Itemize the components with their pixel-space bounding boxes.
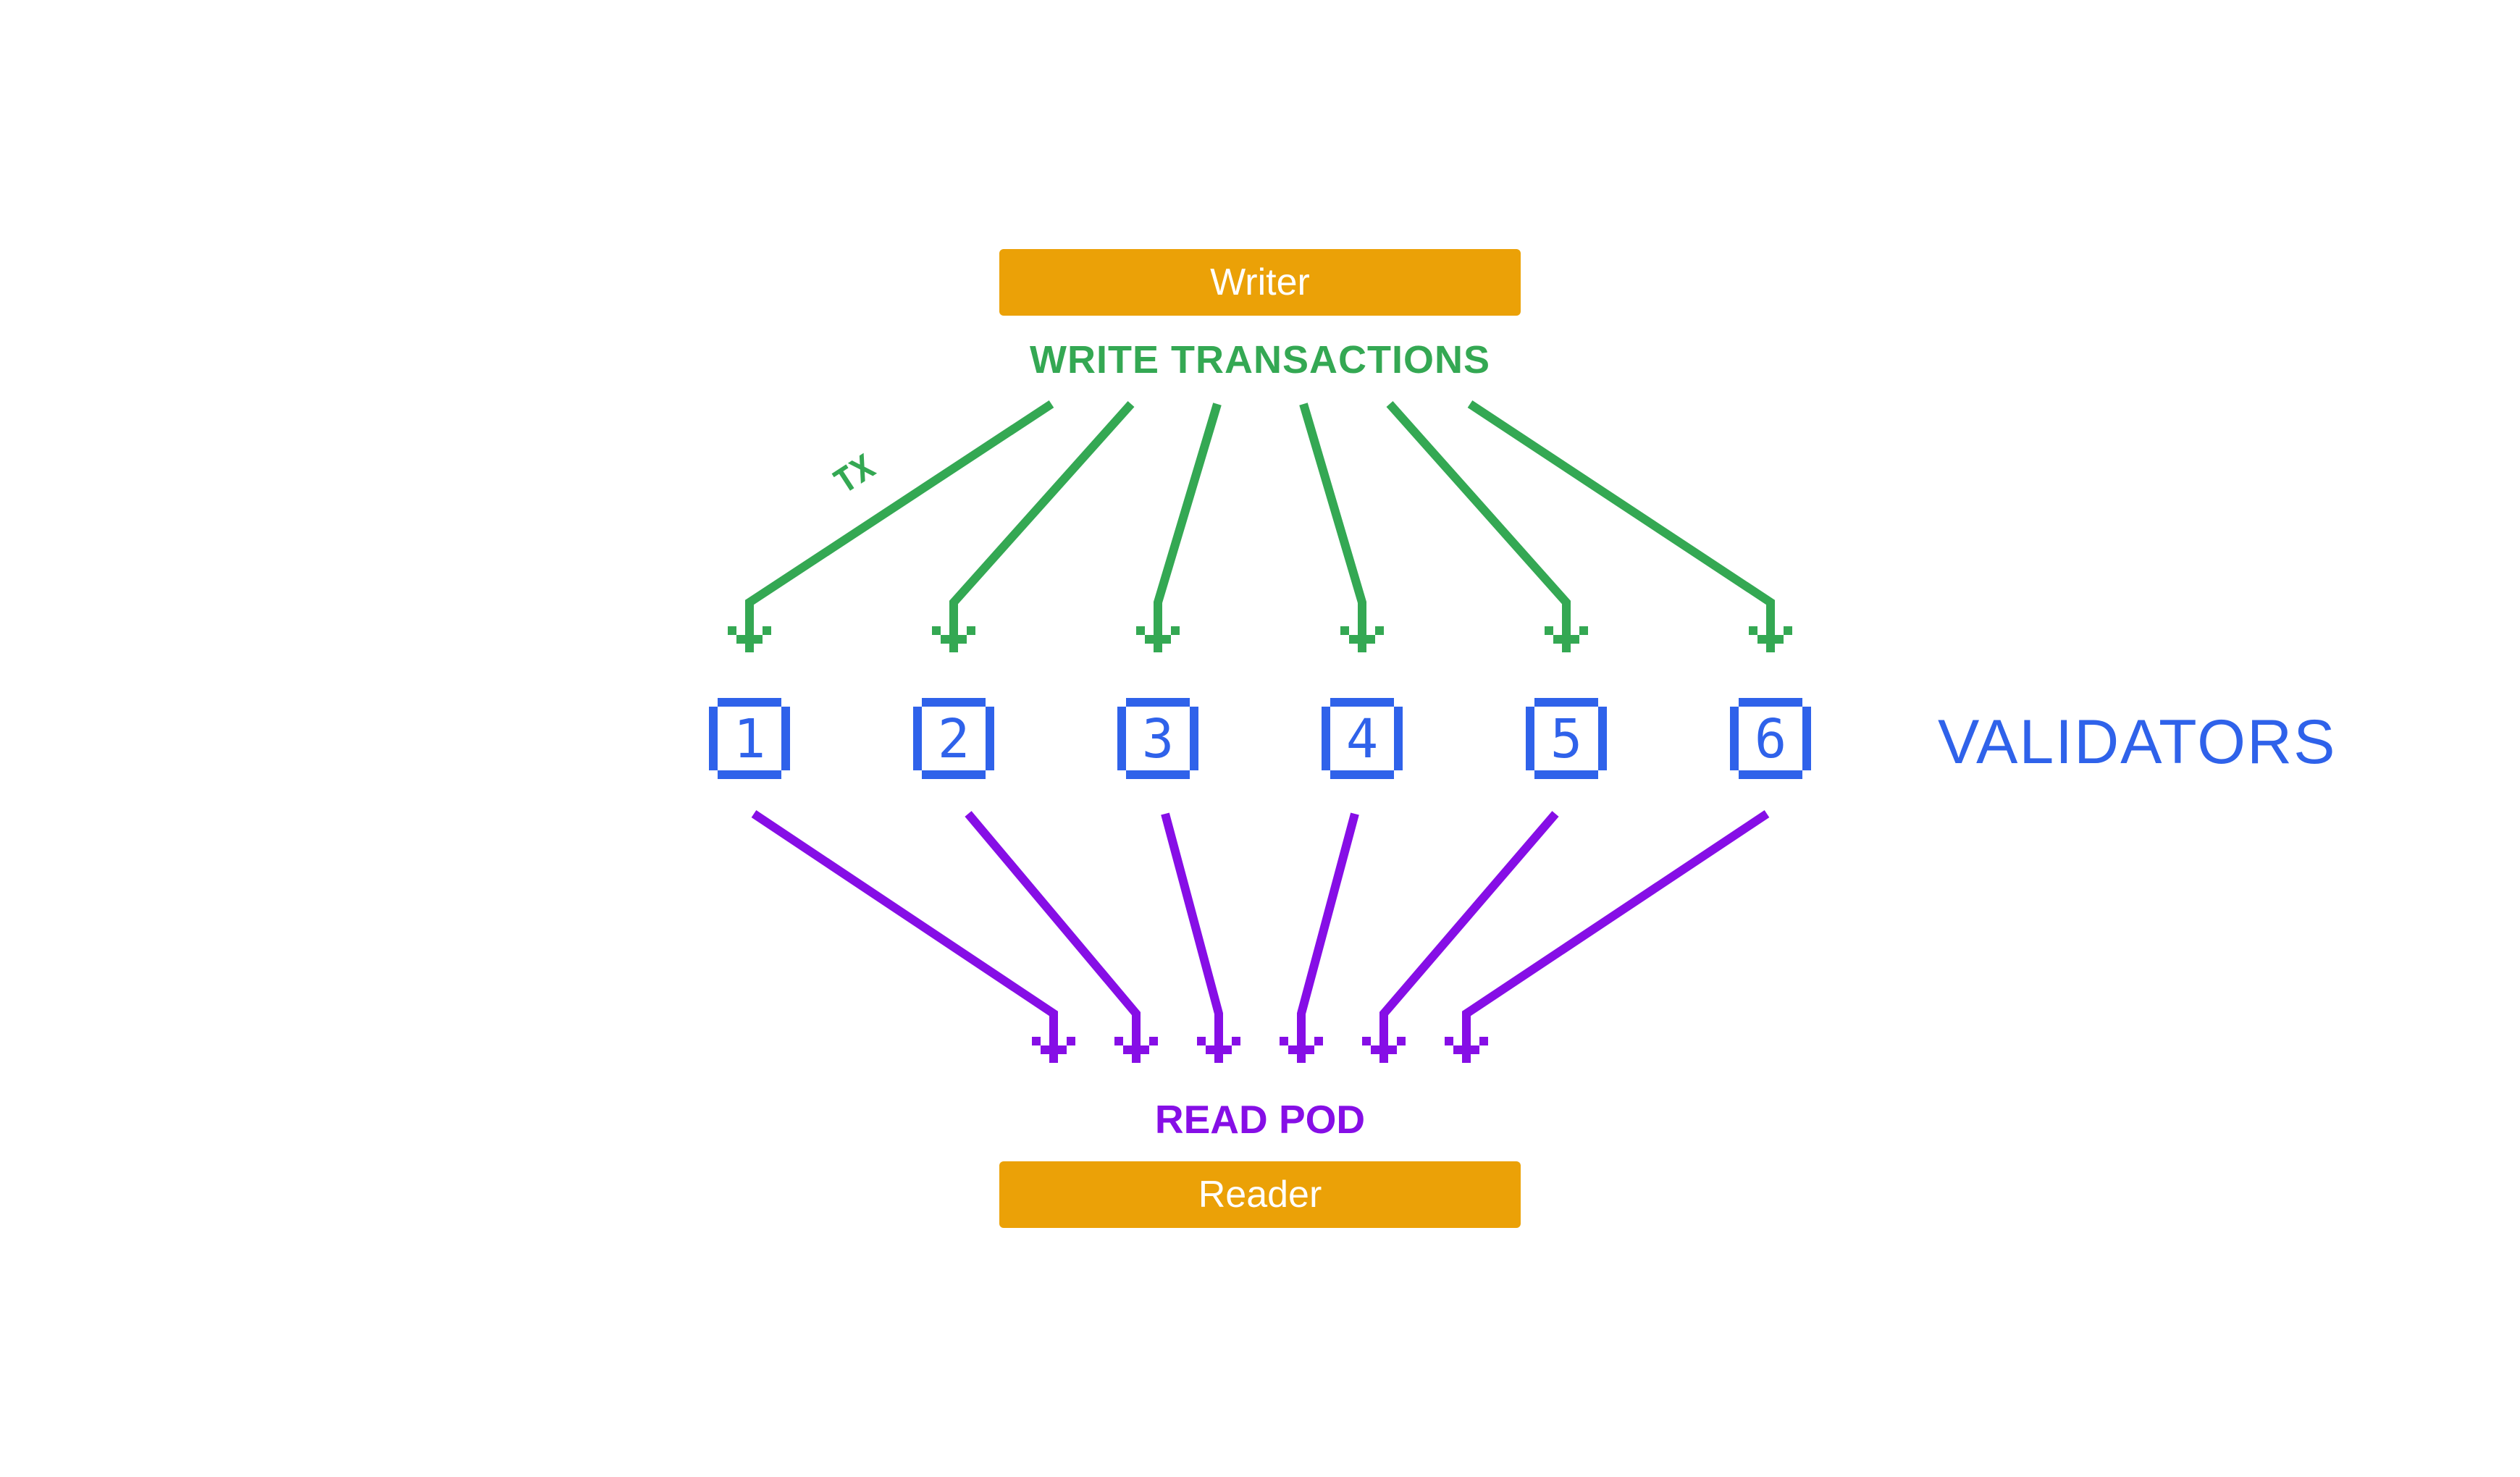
read-pod-label: READ POD bbox=[1154, 1097, 1366, 1142]
read-arrowhead-icon bbox=[1032, 1037, 1075, 1063]
read-edge bbox=[1161, 812, 1240, 1063]
validator-node: 6 bbox=[1730, 698, 1811, 779]
validator-id: 5 bbox=[1550, 708, 1583, 770]
write-edge bbox=[728, 400, 1054, 652]
write-arrowhead-icon bbox=[932, 626, 975, 652]
writer-node: Writer bbox=[999, 249, 1521, 316]
write-transactions-label: WRITE TRANSACTIONS bbox=[1030, 338, 1490, 382]
write-arrowhead-icon bbox=[1545, 626, 1588, 652]
validator-node: 2 bbox=[913, 698, 994, 779]
write-transaction-edges bbox=[728, 400, 1792, 652]
write-edge-line bbox=[1386, 401, 1571, 648]
write-edge-line bbox=[745, 400, 1054, 648]
read-edge-line bbox=[1379, 811, 1559, 1059]
read-edge-line bbox=[1161, 812, 1223, 1059]
write-arrowhead-icon bbox=[728, 626, 771, 652]
read-arrowhead-icon bbox=[1280, 1037, 1323, 1063]
validator-id: 1 bbox=[734, 708, 766, 770]
write-edge bbox=[932, 401, 1135, 652]
validator-node: 4 bbox=[1322, 698, 1403, 779]
write-edge-line bbox=[949, 401, 1135, 648]
read-pod-edges bbox=[751, 810, 1770, 1063]
reader-label: Reader bbox=[1198, 1174, 1322, 1216]
read-edge-line bbox=[1297, 812, 1359, 1059]
read-edge bbox=[1445, 810, 1770, 1063]
write-edge bbox=[1299, 403, 1384, 652]
writer-label: Writer bbox=[1210, 261, 1310, 303]
validator-id: 2 bbox=[938, 708, 970, 770]
write-arrowhead-icon bbox=[1749, 626, 1792, 652]
write-edge-line bbox=[1154, 403, 1222, 648]
write-edge bbox=[1386, 401, 1588, 652]
read-edge-line bbox=[1462, 810, 1770, 1059]
write-edge-line bbox=[1467, 400, 1775, 648]
read-edge bbox=[751, 810, 1075, 1063]
read-edge bbox=[1280, 812, 1359, 1063]
write-arrowhead-icon bbox=[1136, 626, 1180, 652]
validator-id: 4 bbox=[1346, 708, 1379, 770]
read-arrowhead-icon bbox=[1362, 1037, 1406, 1063]
read-edge bbox=[1362, 811, 1559, 1063]
validators-label: VALIDATORS bbox=[1938, 707, 2337, 777]
write-arrowhead-icon bbox=[1340, 626, 1384, 652]
read-edge-line bbox=[965, 811, 1141, 1059]
read-edge-line bbox=[751, 810, 1058, 1059]
validator-nodes: 1 2 3 4 5 6 bbox=[709, 698, 1811, 779]
validator-id: 6 bbox=[1755, 708, 1787, 770]
read-arrowhead-icon bbox=[1197, 1037, 1240, 1063]
read-arrowhead-icon bbox=[1114, 1037, 1158, 1063]
write-edge bbox=[1467, 400, 1792, 652]
write-edge-line bbox=[1299, 403, 1366, 648]
validator-node: 5 bbox=[1526, 698, 1607, 779]
validator-node: 1 bbox=[709, 698, 790, 779]
reader-node: Reader bbox=[999, 1161, 1521, 1228]
validator-node: 3 bbox=[1117, 698, 1198, 779]
read-arrowhead-icon bbox=[1445, 1037, 1488, 1063]
read-edge bbox=[965, 811, 1158, 1063]
write-edge bbox=[1136, 403, 1222, 652]
validator-id: 3 bbox=[1142, 708, 1175, 770]
